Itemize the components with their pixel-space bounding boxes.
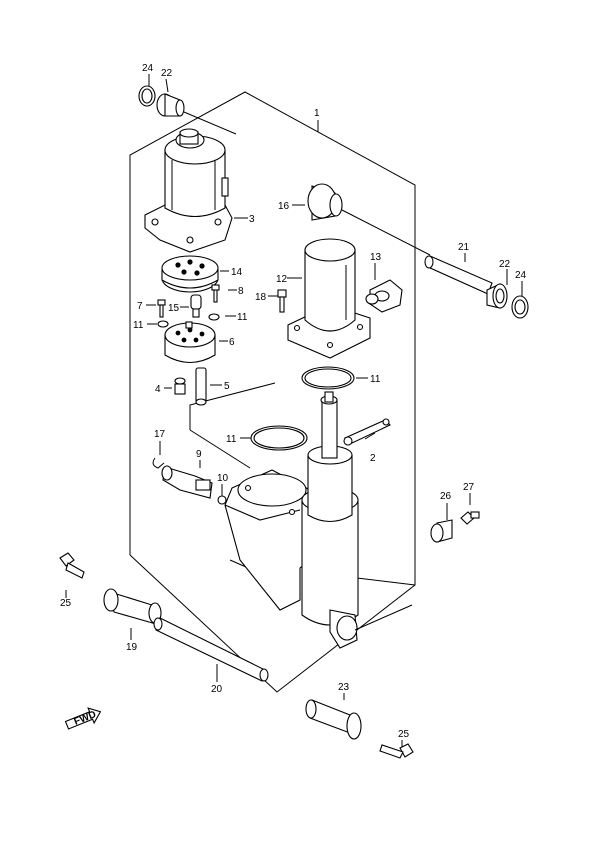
fwd-arrow-icon: FWD <box>64 707 102 730</box>
callout-11-c: 11 <box>370 374 381 385</box>
callout-11-b: 11 <box>237 312 248 323</box>
o-ring-11-left <box>157 320 169 328</box>
reservoir-12 <box>287 238 371 359</box>
callout-5: 5 <box>224 381 230 392</box>
bushing-16 <box>307 183 431 256</box>
base-plate-14 <box>161 255 219 293</box>
callout-7: 7 <box>137 301 143 312</box>
motor-3 <box>144 128 233 253</box>
bushing-22-right <box>486 283 508 309</box>
callout-1: 1 <box>314 108 320 119</box>
o-ring-10 <box>217 495 227 505</box>
callout-23: 23 <box>338 682 350 693</box>
callout-25-b: 25 <box>398 729 410 740</box>
o-ring-11-right <box>208 313 220 321</box>
callout-12: 12 <box>276 274 288 285</box>
bushing-22-top <box>156 93 237 135</box>
sleeve-23 <box>305 699 362 740</box>
valve-5 <box>195 367 207 406</box>
pin-20 <box>153 617 269 682</box>
callout-13: 13 <box>370 252 382 263</box>
callout-27: 27 <box>463 482 475 493</box>
callout-25-a: 25 <box>60 598 72 609</box>
valve-15 <box>190 294 202 318</box>
callout-9: 9 <box>196 449 202 460</box>
sleeve-19 <box>103 588 162 625</box>
leader-lines <box>65 74 523 748</box>
callout-8: 8 <box>238 286 244 297</box>
fitting-13 <box>365 279 403 313</box>
callout-11-d: 11 <box>226 434 237 445</box>
callout-26: 26 <box>440 491 452 502</box>
callout-24-a: 24 <box>142 63 154 74</box>
callout-19: 19 <box>126 642 138 653</box>
callout-11-a: 11 <box>133 320 144 331</box>
callout-24-b: 24 <box>515 270 527 281</box>
screw-27 <box>460 511 480 525</box>
callout-labels: 1 2 3 4 5 6 7 8 9 10 11 11 11 11 12 13 1… <box>60 63 527 740</box>
bolt-25-right <box>379 743 414 759</box>
tube-2 <box>343 418 391 446</box>
callout-21: 21 <box>458 242 470 253</box>
o-ring-11-lower <box>250 425 308 451</box>
bushing-26 <box>430 519 453 543</box>
pump-6 <box>164 321 216 364</box>
pin-21 <box>424 255 493 295</box>
manual-valve-9 <box>161 465 213 499</box>
callout-14: 14 <box>231 267 243 278</box>
callout-2: 2 <box>370 453 376 464</box>
callout-22-a: 22 <box>161 68 173 79</box>
cylinder-body <box>224 391 413 649</box>
callout-22-b: 22 <box>499 259 511 270</box>
callout-17: 17 <box>154 429 166 440</box>
clip-17 <box>152 457 165 469</box>
callout-4: 4 <box>155 384 161 395</box>
retaining-ring-24-right <box>511 295 529 319</box>
retaining-ring-24-top <box>138 85 156 107</box>
callout-6: 6 <box>229 337 235 348</box>
o-ring-11-upper <box>301 366 355 390</box>
callout-10: 10 <box>217 473 229 484</box>
screw-7 <box>157 299 166 318</box>
screw-8 <box>211 284 220 303</box>
callout-16: 16 <box>278 201 290 212</box>
valve-4 <box>174 377 186 395</box>
bolt-25-left <box>59 552 85 579</box>
callout-15: 15 <box>168 303 180 314</box>
callout-3: 3 <box>249 214 255 225</box>
fwd-label: FWD <box>73 709 98 728</box>
callout-20: 20 <box>211 684 223 695</box>
callout-18: 18 <box>255 292 267 303</box>
screw-18 <box>277 289 287 313</box>
